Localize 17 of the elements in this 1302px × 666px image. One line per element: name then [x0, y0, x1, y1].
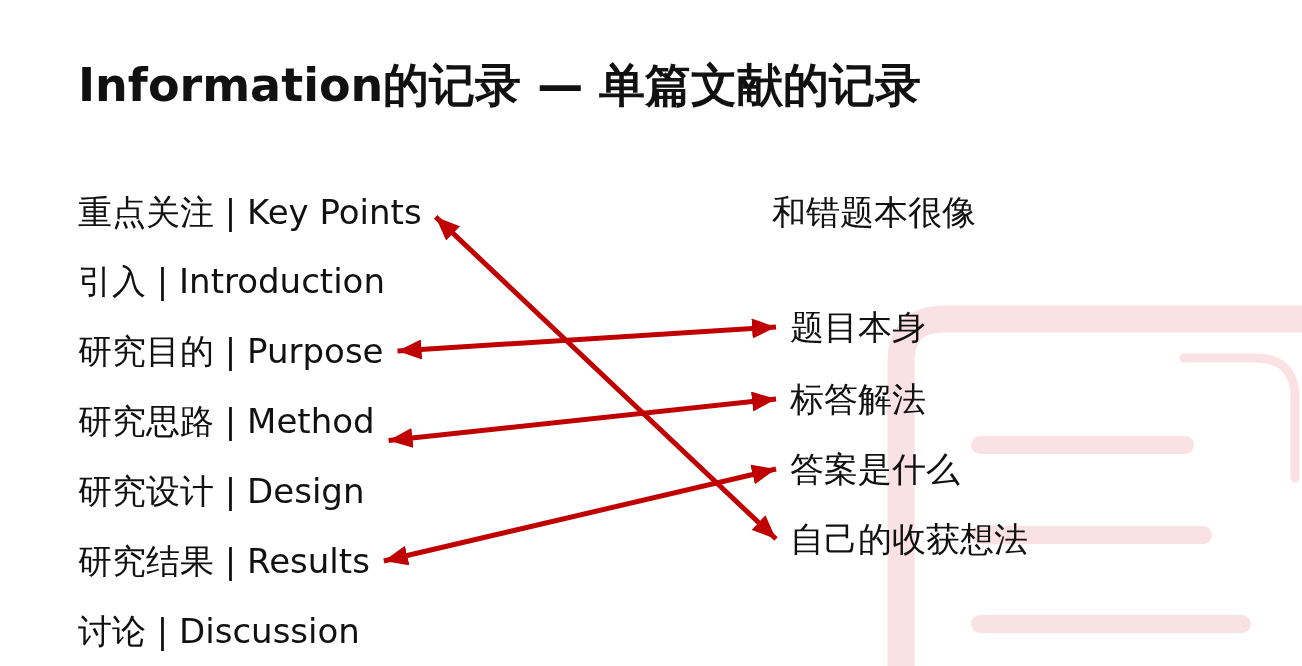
double-arrow — [388, 391, 777, 448]
topic-item: 引入 | Introduction — [78, 260, 399, 302]
topic-item: 研究设计 | Design — [78, 470, 379, 512]
topic-item: 研究思路 | Method — [78, 400, 389, 442]
topic-item: 研究目的 | Purpose — [78, 330, 398, 372]
slide-title: Information的记录 — 单篇文献的记录 — [78, 58, 922, 114]
topic-item: 研究结果 | Results — [78, 540, 384, 582]
topic-item: 重点关注 | Key Points — [78, 191, 436, 233]
note-item: 自己的收获想法 — [776, 518, 1028, 560]
double-arrow — [397, 318, 777, 360]
double-arrow — [383, 464, 777, 566]
topic-item: 讨论 | Discussion — [78, 610, 374, 652]
section-heading: 和错题本很像 — [772, 191, 976, 233]
note-item: 答案是什么 — [776, 448, 960, 490]
note-item: 题目本身 — [776, 306, 926, 348]
double-arrow — [433, 215, 778, 541]
note-item: 标答解法 — [776, 378, 926, 420]
